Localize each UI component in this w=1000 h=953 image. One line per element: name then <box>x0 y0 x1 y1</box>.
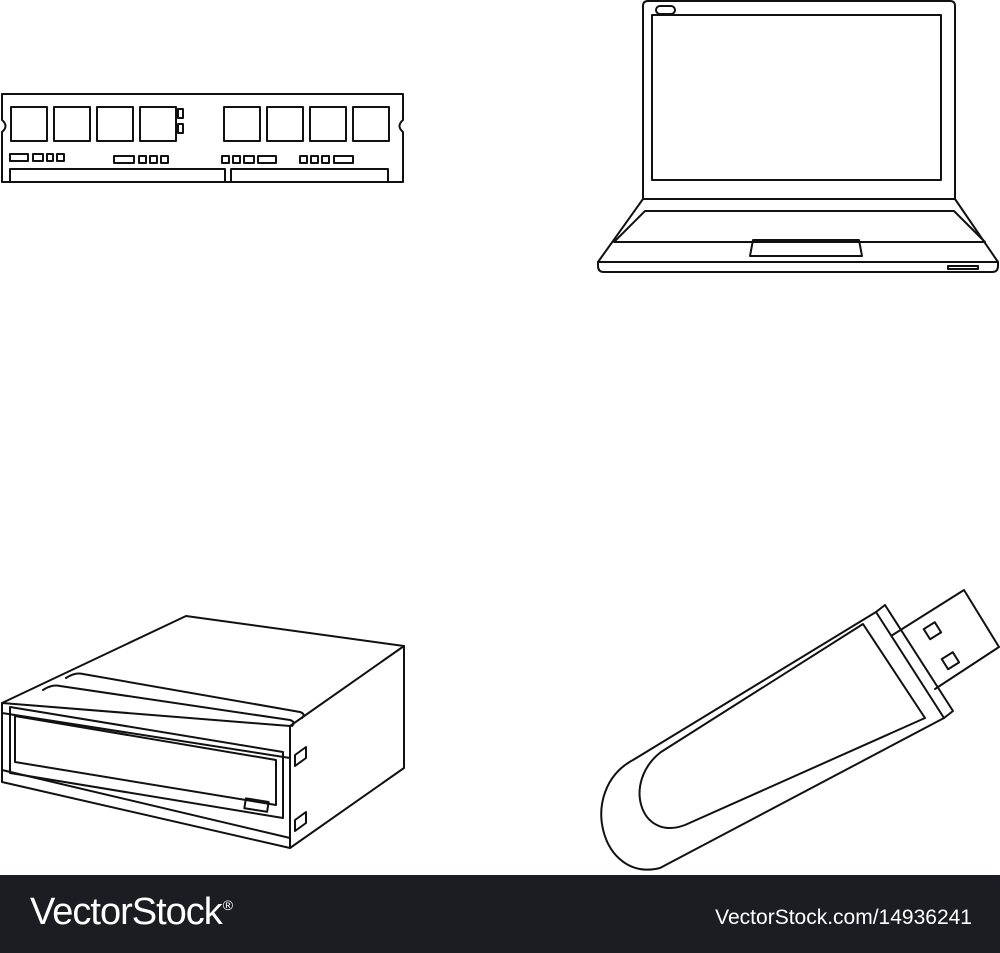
ram-module-icon <box>1 93 404 183</box>
vectorstock-logo[interactable]: VectorStock® <box>30 891 233 934</box>
laptop-icon <box>597 0 999 273</box>
usb-flash-drive-icon <box>600 589 1000 871</box>
brand-text: VectorStock <box>30 891 223 933</box>
image-id-label: VectorStock.com/14936241 <box>715 906 972 929</box>
optical-drive-icon <box>1 615 405 849</box>
registered-mark: ® <box>222 897 233 914</box>
icon-set-canvas <box>1 0 1000 871</box>
watermark-footer: VectorStock® VectorStock.com/14936241 <box>0 875 1000 953</box>
